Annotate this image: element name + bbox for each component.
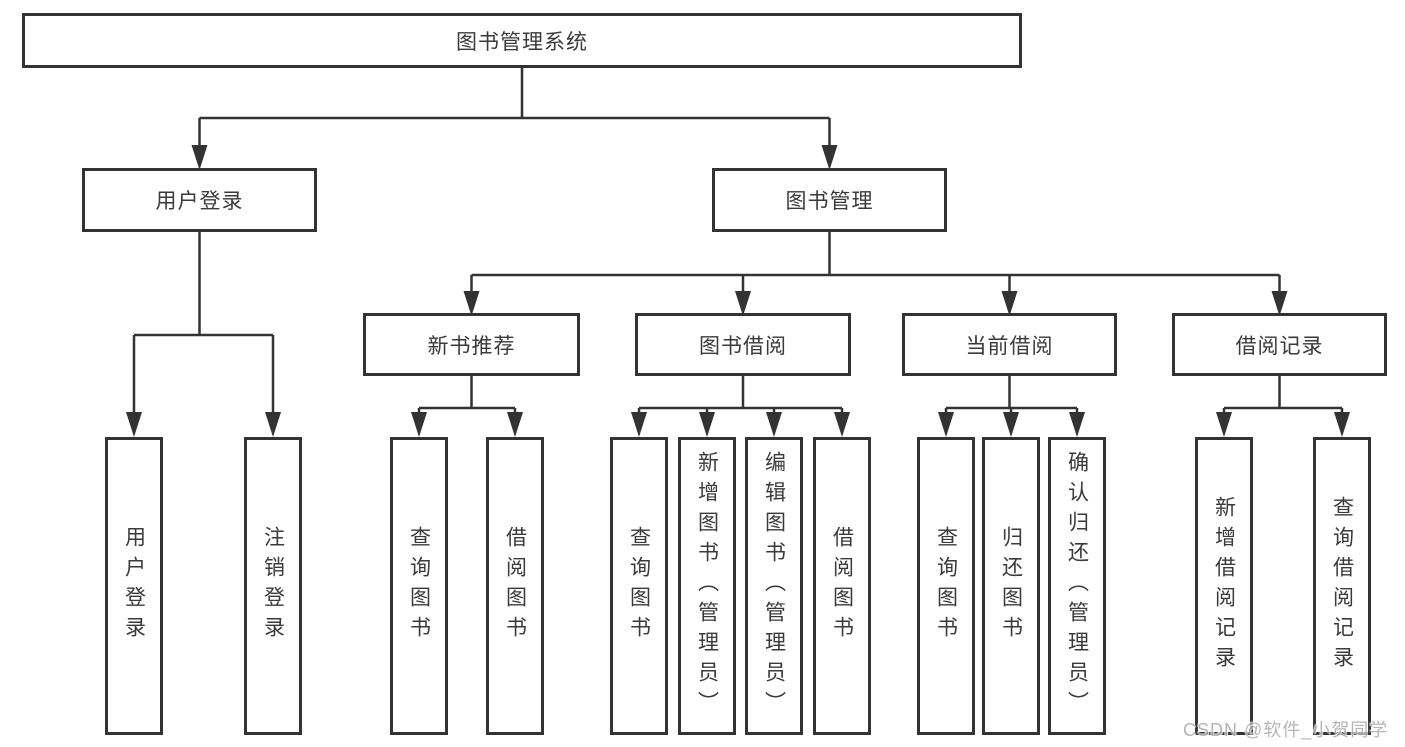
connector-user-login-branch <box>126 232 281 437</box>
leaf-label: 查询借阅记录 <box>1330 496 1354 676</box>
node-borrow-records: 借阅记录 <box>1172 313 1387 376</box>
leaf-label: 归还图书 <box>999 526 1023 646</box>
node-label: 用户登录 <box>155 190 244 213</box>
node-new-book-recommend: 新书推荐 <box>363 313 580 376</box>
leaf-query-books-recommend: 查询图书 <box>390 437 448 735</box>
leaf-label: 用户登录 <box>122 526 146 646</box>
leaf-label: 借阅图书 <box>830 526 854 646</box>
csdn-watermark: CSDN @软件_小贺同学 <box>1183 720 1389 740</box>
node-current-borrow: 当前借阅 <box>902 313 1117 376</box>
leaf-label: 编辑图书（管理员） <box>762 451 786 721</box>
connector-current-borrow-branch <box>938 376 1085 437</box>
connector-root-to-level2 <box>191 68 838 170</box>
node-label: 图书借阅 <box>699 334 787 358</box>
node-label: 新书推荐 <box>427 334 516 358</box>
node-label: 图书管理系统 <box>456 30 588 54</box>
leaf-user-login: 用户登录 <box>105 437 163 735</box>
connector-book-management-branch <box>463 232 1288 316</box>
leaf-query-books-current: 查询图书 <box>917 437 975 735</box>
connector-new-book-branch <box>411 376 523 437</box>
leaf-borrow-books: 借阅图书 <box>813 437 871 735</box>
leaf-query-borrow-record: 查询借阅记录 <box>1313 437 1371 735</box>
leaf-confirm-return-admin: 确认归还（管理员） <box>1048 437 1106 735</box>
connector-borrow-records-branch <box>1216 376 1350 437</box>
leaf-label: 新增借阅记录 <box>1212 496 1236 676</box>
node-label: 图书管理 <box>785 190 874 213</box>
leaf-return-book: 归还图书 <box>982 437 1040 735</box>
leaf-label: 查询图书 <box>934 526 958 646</box>
connector-book-borrow-branch <box>631 376 850 437</box>
leaf-edit-book-admin: 编辑图书（管理员） <box>745 437 803 735</box>
node-book-management: 图书管理 <box>712 168 947 232</box>
leaf-label: 查询图书 <box>627 526 651 646</box>
leaf-label: 新增图书（管理员） <box>695 451 719 721</box>
leaf-label: 查询图书 <box>407 526 431 646</box>
leaf-label: 确认归还（管理员） <box>1065 451 1089 721</box>
leaf-label: 借阅图书 <box>503 526 527 646</box>
leaf-logout: 注销登录 <box>244 437 302 735</box>
leaf-label: 注销登录 <box>261 526 285 646</box>
node-book-borrow: 图书借阅 <box>635 313 851 376</box>
node-label: 借阅记录 <box>1235 334 1324 358</box>
leaf-add-borrow-record: 新增借阅记录 <box>1195 437 1253 735</box>
node-user-login: 用户登录 <box>82 168 317 232</box>
node-label: 当前借阅 <box>965 334 1054 358</box>
leaf-query-books-borrow: 查询图书 <box>610 437 668 735</box>
leaf-borrow-books-recommend: 借阅图书 <box>486 437 544 735</box>
leaf-add-book-admin: 新增图书（管理员） <box>678 437 736 735</box>
node-library-management-system: 图书管理系统 <box>22 13 1022 68</box>
